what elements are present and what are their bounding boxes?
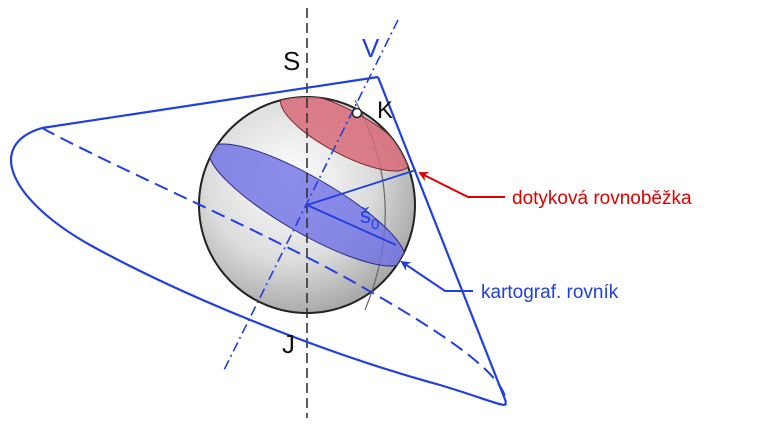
angle-subscript: 0: [371, 216, 379, 233]
label-s: S: [283, 46, 300, 76]
cone-base-hidden: [41, 127, 507, 403]
label-angle: š0: [360, 203, 379, 233]
tangent-parallel-arrow: [418, 172, 505, 198]
label-j: J: [282, 329, 295, 359]
cone-generator-upper: [41, 75, 379, 130]
angle-radius-2: [306, 204, 397, 246]
cone-base-visible: [10, 126, 507, 406]
angle-radius-1: [306, 169, 417, 206]
cartographic-equator-label: kartograf. rovník: [481, 282, 619, 303]
label-k: K: [377, 97, 393, 124]
tangent-parallel-label: dotyková rovnoběžka: [512, 188, 692, 209]
angle-symbol: š: [360, 203, 371, 228]
label-v: V: [362, 33, 380, 63]
cone-generator-right: [376, 76, 508, 403]
pole-point-k: [351, 107, 363, 119]
cartographic-equator-arrow: [400, 260, 473, 292]
